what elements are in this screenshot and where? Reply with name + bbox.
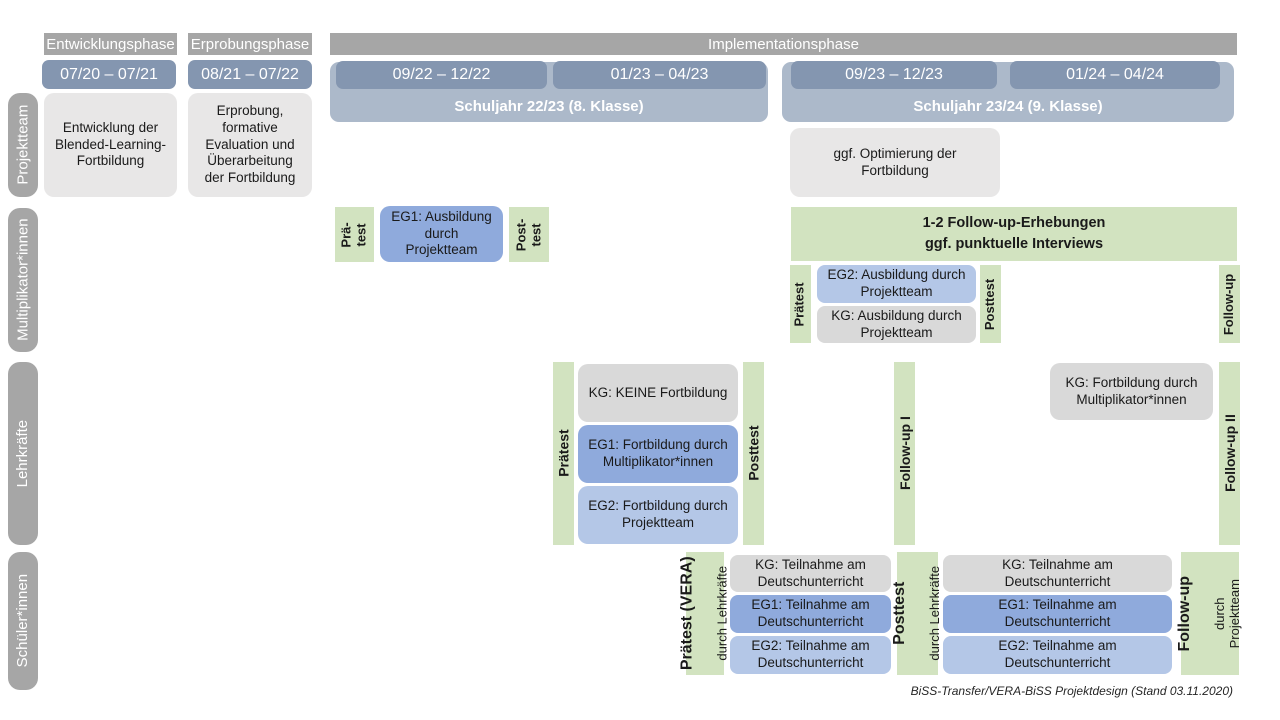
box-eg2-ausbildung-projektteam: EG2: Ausbildung durch Projektteam [817,265,976,303]
box-posttest-schueler: Posttest durch Lehrkräfte [892,552,942,675]
praetest-vera-sub: durch Lehrkräfte [714,566,730,661]
posttest-sub: durch Lehrkräfte [927,566,943,661]
box-posttest-multiplikatoren-1: Post- test [509,207,549,262]
row-label-lehrkraefte: Lehrkräfte [8,362,38,545]
phase-header-erprobungsphase: Erprobungsphase [188,33,312,55]
box-eg2-fortbildung-projektteam: EG2: Fortbildung durch Projektteam [578,486,738,544]
box-praetest-multiplikatoren-1: Prä- test [335,207,374,262]
box-praetest-multiplikatoren-2: Prätest [790,265,811,343]
box-praetest-lehrkraefte: Prätest [553,362,574,545]
box-kg-ausbildung-projektteam: KG: Ausbildung durch Projektteam [817,306,976,343]
date-range-09-22: 09/22 – 12/22 [336,61,547,89]
box-followup-schueler: Follow-up durch Projektteam [1177,552,1242,675]
date-range-08-21: 08/21 – 07/22 [188,60,312,89]
box-followup-erhebungen: 1-2 Follow-up-Erhebungen ggf. punktuelle… [791,207,1237,261]
row-label-multiplikatorinnen: Multiplikator*innen [8,208,38,352]
followup-sub: durch Projektteam [1212,578,1243,649]
date-range-01-23: 01/23 – 04/23 [553,61,766,89]
box-kg-fortbildung-multiplikatoren: KG: Fortbildung durch Multiplikator*inne… [1050,363,1213,420]
praetest-vera-title: Prätest (VERA) [679,556,697,671]
box-kg-keine-fortbildung: KG: KEINE Fortbildung [578,364,738,422]
posttest-title: Posttest [891,581,909,646]
box-posttest-lehrkraefte: Posttest [743,362,764,545]
followup-title: Follow-up [1176,575,1194,652]
box-kg-deutschunterricht-1: KG: Teilnahme am Deutschunterricht [730,555,891,592]
box-erprobung-evaluation: Erprobung, formative Evaluation und Über… [188,93,312,197]
box-followup2-lehrkraefte: Follow-up II [1219,362,1240,545]
date-range-07-20: 07/20 – 07/21 [42,60,176,89]
row-label-projektteam: Projektteam [8,93,38,197]
box-posttest-multiplikatoren-2: Posttest [980,265,1001,343]
box-kg-deutschunterricht-2: KG: Teilnahme am Deutschunterricht [943,555,1172,592]
school-year-label-22-23: Schuljahr 22/23 (8. Klasse) [454,98,644,115]
school-year-label-23-24: Schuljahr 23/24 (9. Klasse) [913,98,1103,115]
box-eg1-fortbildung-multiplikatoren: EG1: Fortbildung durch Multiplikator*inn… [578,425,738,483]
phase-header-implementationsphase: Implementationsphase [330,33,1237,55]
box-followup1-lehrkraefte: Follow-up I [894,362,915,545]
date-range-09-23: 09/23 – 12/23 [791,61,997,89]
diagram-caption: BiSS-Transfer/VERA-BiSS Projektdesign (S… [910,684,1233,698]
row-label-schuelerinnen: Schüler*innen [8,552,38,690]
box-praetest-vera-schueler: Prätest (VERA) durch Lehrkräfte [679,552,730,675]
box-entwicklung-fortbildung: Entwicklung der Blended-Learning-Fortbil… [44,93,177,197]
box-followup-multiplikatoren: Follow-up [1219,265,1240,343]
phase-header-entwicklungsphase: Entwicklungsphase [44,33,177,55]
box-eg2-deutschunterricht-2: EG2: Teilnahme am Deutschunterricht [943,636,1172,674]
box-optimierung-fortbildung: ggf. Optimierung der Fortbildung [790,128,1000,197]
date-range-01-24: 01/24 – 04/24 [1010,61,1220,89]
box-eg1-deutschunterricht-1: EG1: Teilnahme am Deutschunterricht [730,595,891,633]
box-eg1-ausbildung-projektteam: EG1: Ausbildung durch Projektteam [380,206,503,262]
box-eg2-deutschunterricht-1: EG2: Teilnahme am Deutschunterricht [730,636,891,674]
box-eg1-deutschunterricht-2: EG1: Teilnahme am Deutschunterricht [943,595,1172,633]
